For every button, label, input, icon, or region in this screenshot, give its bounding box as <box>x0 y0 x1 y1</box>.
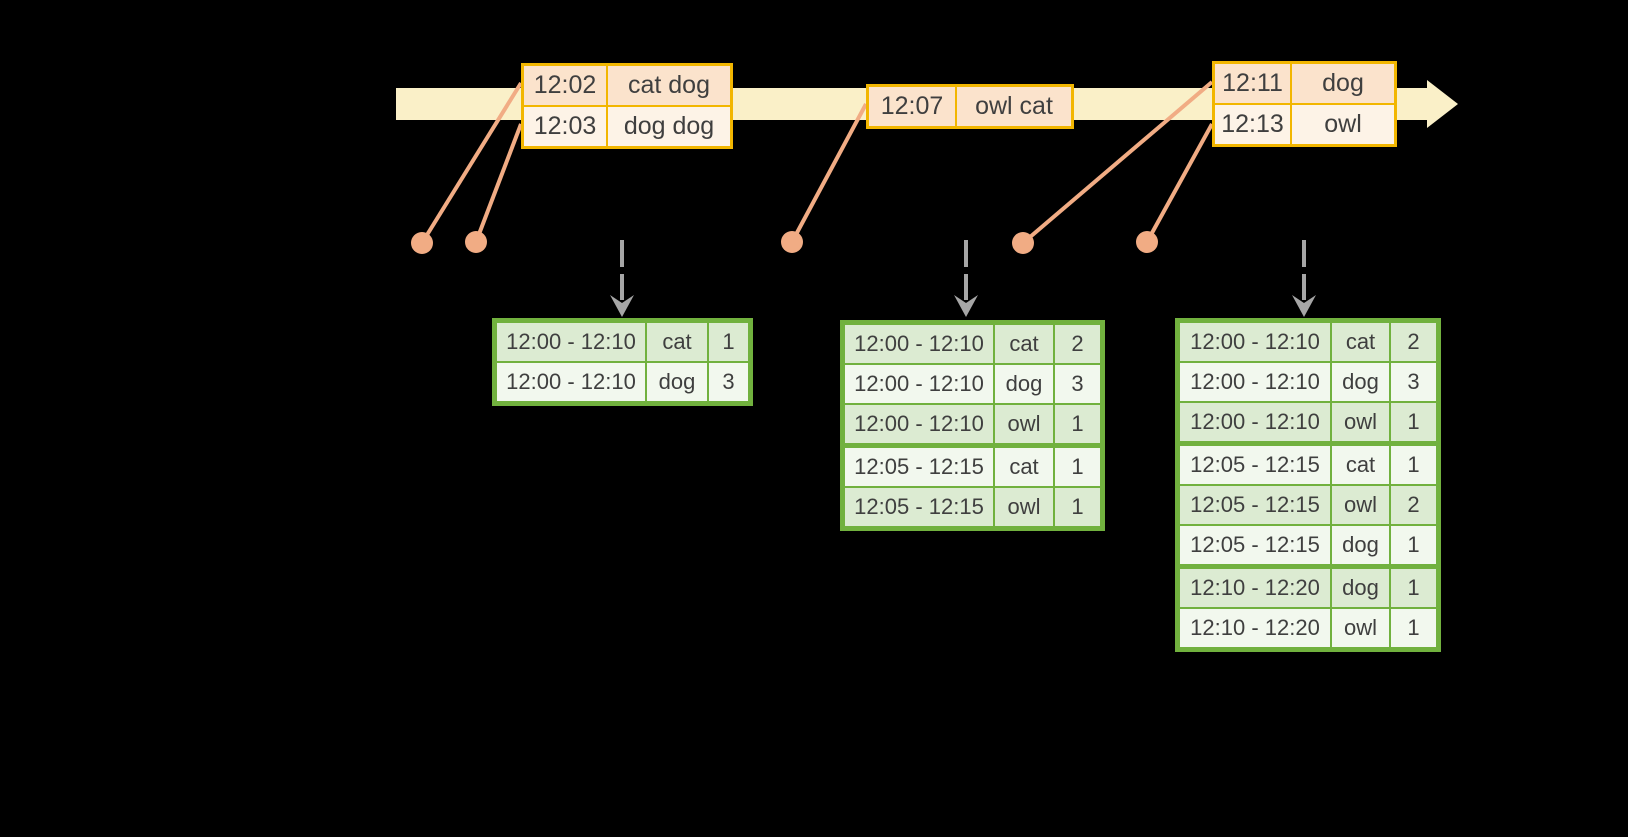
event-dot <box>1136 231 1158 253</box>
result-cell: 1 <box>1053 443 1104 488</box>
result-cell: 12:05 - 12:15 <box>841 486 995 530</box>
timeline-arrowhead-icon <box>1427 80 1458 128</box>
trigger-arrowhead-icon <box>1292 295 1316 317</box>
result-cell: 12:05 - 12:15 <box>1176 441 1332 486</box>
result-cell: 12:00 - 12:10 <box>1176 319 1332 363</box>
result-cell: 1 <box>1389 607 1440 651</box>
result-cell: 3 <box>707 361 752 405</box>
leader-line <box>1145 123 1214 243</box>
result-cell: 1 <box>1389 564 1440 609</box>
result-cell: owl <box>993 403 1055 447</box>
result-cell: 12:10 - 12:20 <box>1176 607 1332 651</box>
result-cell: 12:00 - 12:10 <box>1176 361 1332 403</box>
result-cell: 2 <box>1389 319 1440 363</box>
result-cell: 2 <box>1053 321 1104 365</box>
result-cell: 1 <box>1389 401 1440 445</box>
result-cell: cat <box>993 321 1055 365</box>
event-dot <box>465 231 487 253</box>
result-cell: 12:00 - 12:10 <box>493 319 647 363</box>
result-cell: dog <box>993 363 1055 405</box>
result-cell: owl <box>993 486 1055 530</box>
result-cell: cat <box>645 319 709 363</box>
input-cell: dog <box>1290 61 1397 105</box>
result-cell: 1 <box>707 319 752 363</box>
trigger-arrowhead-icon <box>954 295 978 317</box>
input-cell: owl <box>1290 103 1397 147</box>
result-cell: 12:00 - 12:10 <box>841 321 995 365</box>
result-cell: 1 <box>1053 403 1104 447</box>
result-cell: owl <box>1330 401 1391 445</box>
input-cell: dog dog <box>606 105 733 149</box>
input-cell: 12:07 <box>866 84 957 129</box>
input-cell: 12:11 <box>1212 61 1292 105</box>
result-cell: 12:05 - 12:15 <box>1176 484 1332 526</box>
result-cell: dog <box>1330 564 1391 609</box>
result-cell: 12:00 - 12:10 <box>841 403 995 447</box>
event-dot <box>781 231 803 253</box>
result-cell: cat <box>1330 319 1391 363</box>
input-cell: 12:03 <box>521 105 608 149</box>
result-cell: 12:00 - 12:10 <box>841 363 995 405</box>
result-cell: 2 <box>1389 484 1440 526</box>
result-cell: 12:00 - 12:10 <box>493 361 647 405</box>
result-cell: 12:00 - 12:10 <box>1176 401 1332 445</box>
trigger-arrowhead-icon <box>610 295 634 317</box>
result-cell: cat <box>1330 441 1391 486</box>
result-cell: 1 <box>1053 486 1104 530</box>
result-cell: 3 <box>1053 363 1104 405</box>
input-cell: 12:13 <box>1212 103 1292 147</box>
leader-line <box>1021 80 1214 245</box>
leader-line <box>420 81 523 245</box>
result-cell: 3 <box>1389 361 1440 403</box>
result-cell: 12:05 - 12:15 <box>1176 524 1332 568</box>
result-cell: 1 <box>1389 524 1440 568</box>
result-cell: 12:10 - 12:20 <box>1176 564 1332 609</box>
leader-line <box>790 103 868 243</box>
input-cell: cat dog <box>606 63 733 107</box>
result-cell: dog <box>645 361 709 405</box>
event-dot <box>411 232 433 254</box>
input-cell: owl cat <box>955 84 1074 129</box>
result-cell: owl <box>1330 484 1391 526</box>
event-dot <box>1012 232 1034 254</box>
result-cell: cat <box>993 443 1055 488</box>
result-cell: 1 <box>1389 441 1440 486</box>
result-cell: dog <box>1330 524 1391 568</box>
result-cell: dog <box>1330 361 1391 403</box>
result-cell: owl <box>1330 607 1391 651</box>
leader-line <box>474 123 523 243</box>
result-cell: 12:05 - 12:15 <box>841 443 995 488</box>
input-cell: 12:02 <box>521 63 608 107</box>
